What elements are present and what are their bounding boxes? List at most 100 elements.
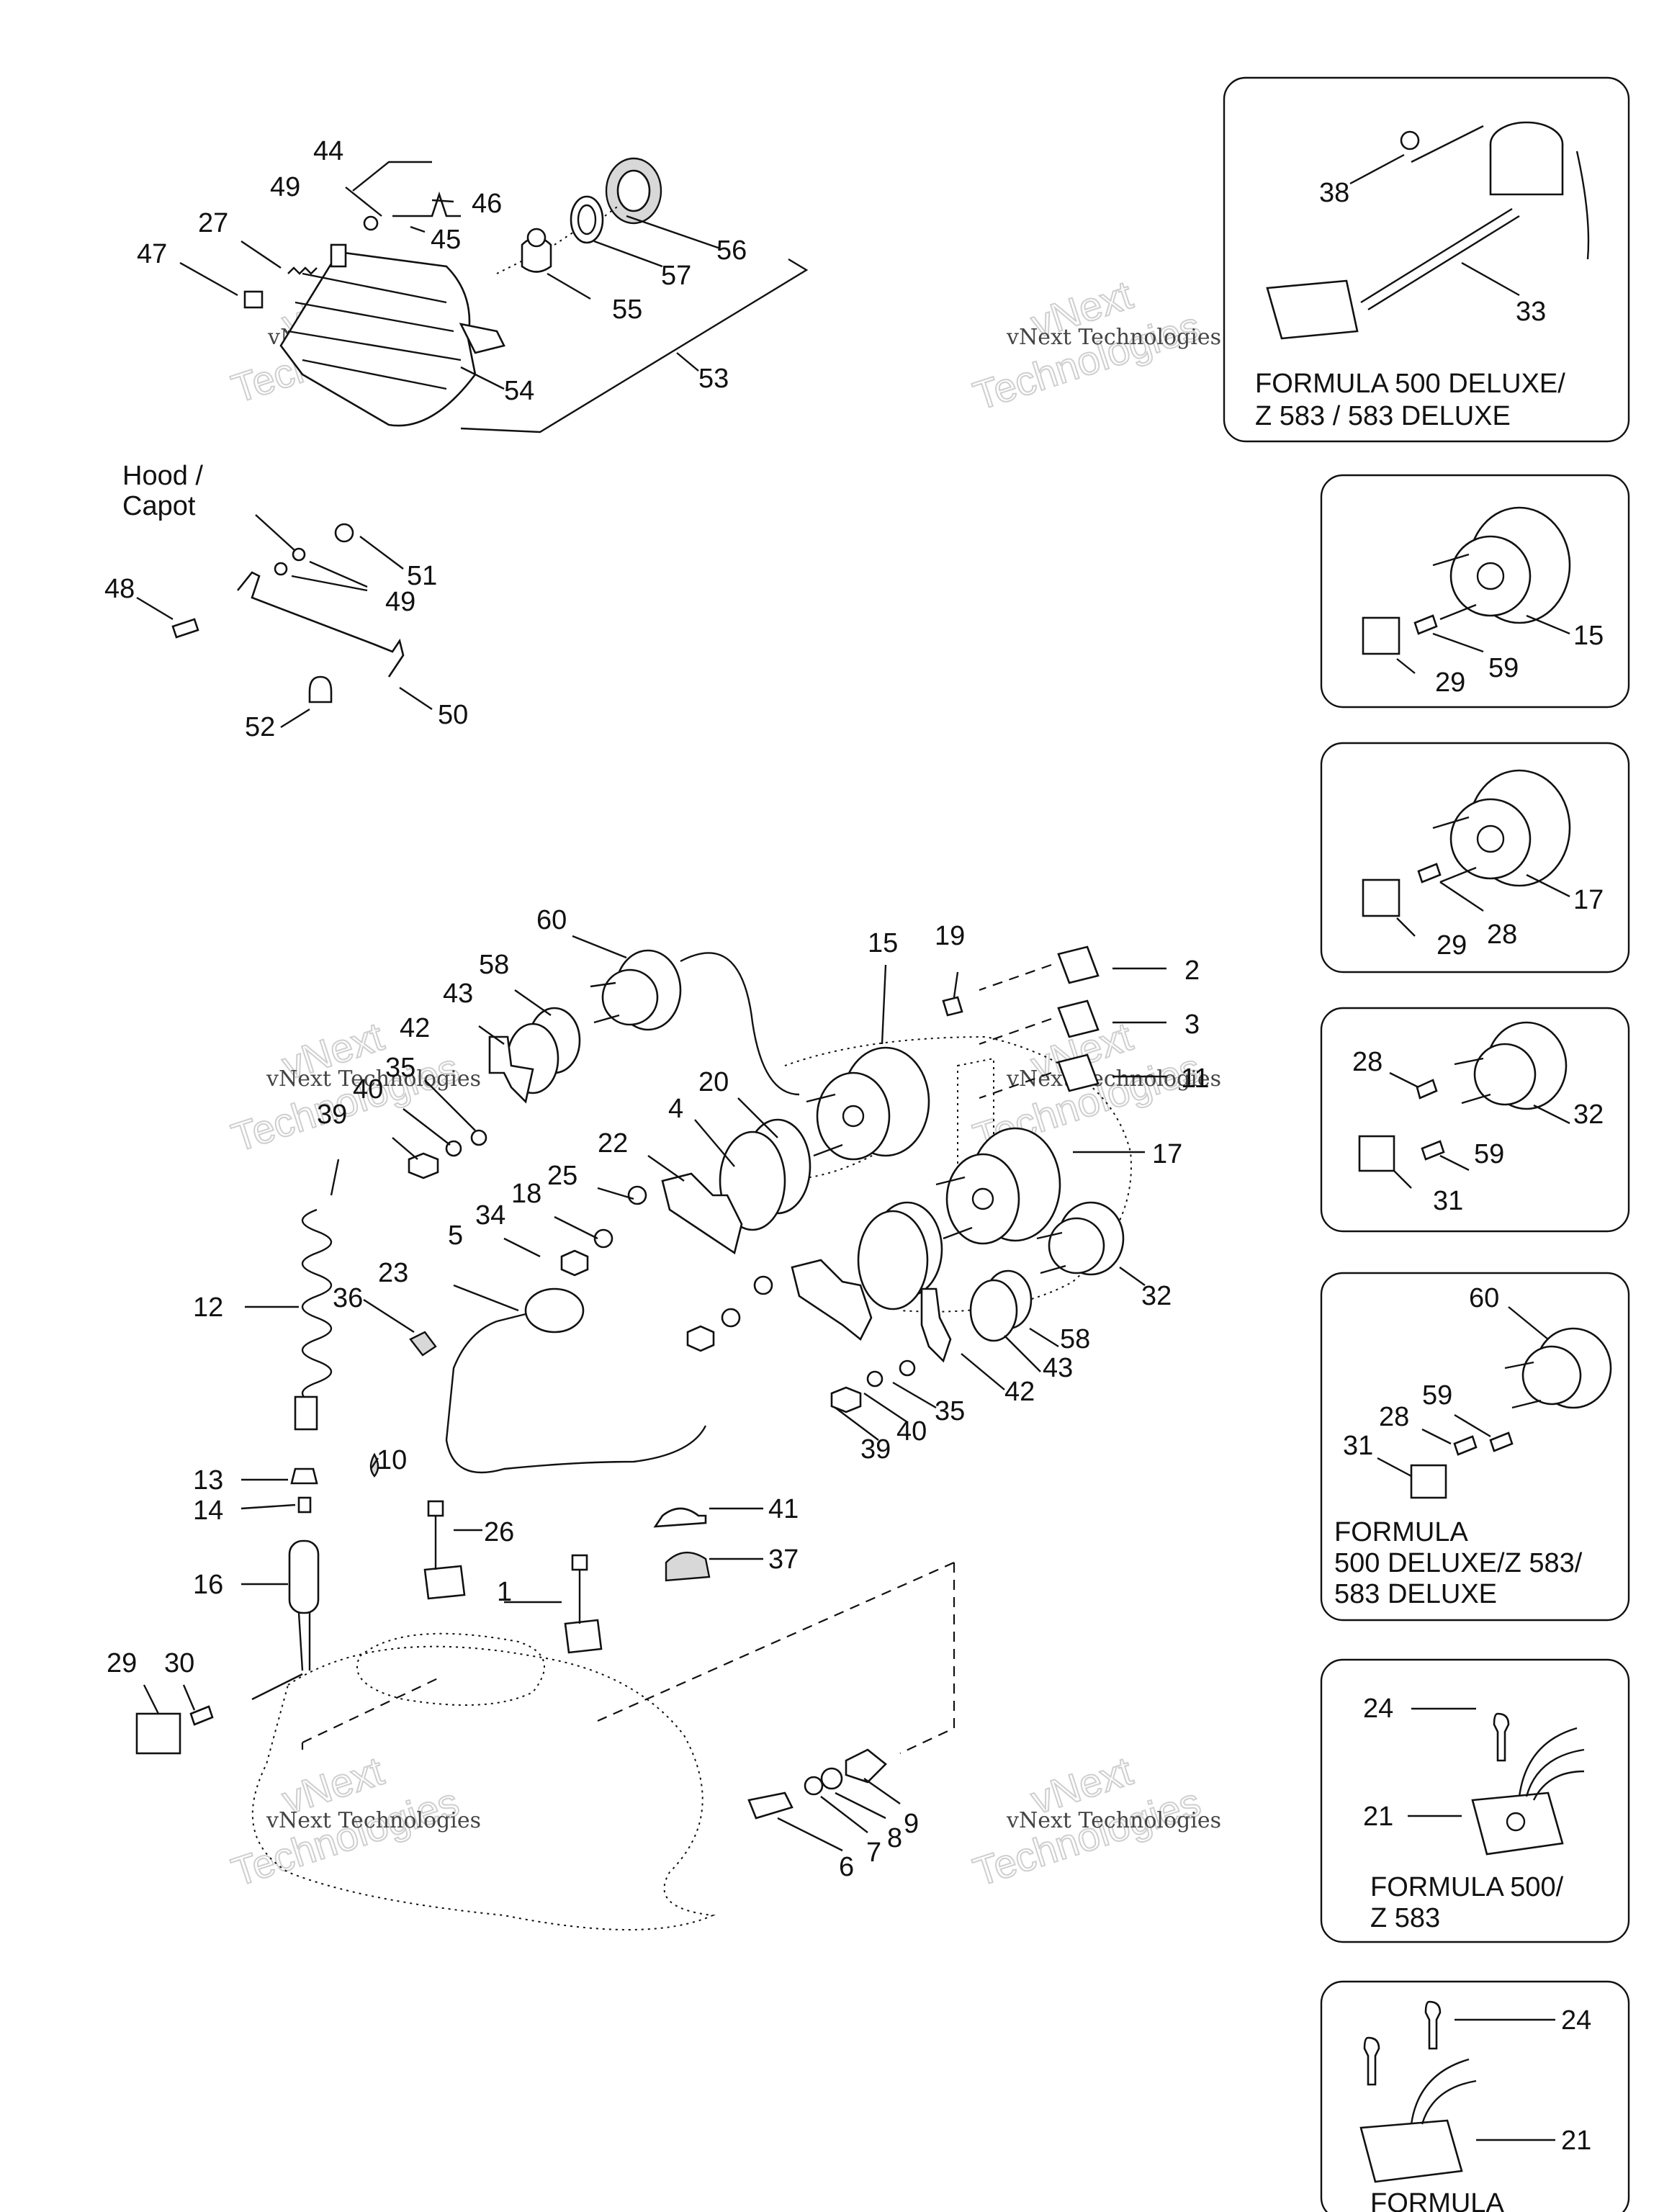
connector-29 xyxy=(135,1712,181,1755)
callout-57: 57 xyxy=(661,261,691,291)
callout-39: 39 xyxy=(860,1434,891,1465)
cord-tether xyxy=(330,1159,340,1196)
gauge-back xyxy=(1521,1345,1582,1406)
callout-10: 10 xyxy=(377,1445,407,1475)
watermark-text: vNext Technologies xyxy=(266,1808,481,1833)
callout-14: 14 xyxy=(193,1496,223,1526)
watermark-text: vNext Technologies xyxy=(1006,325,1221,350)
bolt-26 xyxy=(427,1500,444,1517)
callout-34: 34 xyxy=(475,1200,505,1231)
hood-outline xyxy=(251,1645,716,1930)
callout-31: 31 xyxy=(1343,1431,1373,1461)
callout-29: 29 xyxy=(1435,667,1465,698)
headlight-lens-ridges xyxy=(287,272,462,390)
washer-35 xyxy=(470,1129,487,1146)
rubber-cap-52 xyxy=(308,675,333,703)
callout-29: 29 xyxy=(1437,930,1467,961)
callout-55: 55 xyxy=(612,295,642,325)
gauge-studs xyxy=(1454,1057,1491,1105)
callout-43: 43 xyxy=(443,979,473,1009)
gauge-back xyxy=(1473,1043,1537,1106)
callout-59: 59 xyxy=(1474,1139,1504,1169)
ignition-9 xyxy=(845,1748,887,1784)
panel-regulator-500: 24 21 FORMULA 500/ Z 583 xyxy=(1320,1658,1630,1943)
gauge-back xyxy=(1449,798,1532,880)
callout-41: 41 xyxy=(768,1494,799,1524)
assembly-arrow xyxy=(251,1673,303,1701)
callout-40: 40 xyxy=(896,1416,927,1447)
mount-studs xyxy=(434,1516,581,1624)
panel-gauge-15: 15 29 59 xyxy=(1320,474,1630,709)
retaining-ring xyxy=(570,195,604,244)
callout-49: 49 xyxy=(385,587,415,617)
callout-19: 19 xyxy=(935,921,965,951)
bolt-24 xyxy=(1363,2036,1380,2086)
nut-49 xyxy=(292,547,306,562)
washer xyxy=(363,215,379,231)
watermark-text: vNext Technologies xyxy=(1006,1066,1221,1092)
panel1-note-line2: Z 583 / 583 DELUXE xyxy=(1255,401,1511,431)
callout-58: 58 xyxy=(1060,1324,1090,1354)
washer xyxy=(721,1308,741,1328)
leader-lines xyxy=(1396,873,1570,937)
callout-27: 27 xyxy=(198,208,228,238)
callout-23: 23 xyxy=(378,1258,408,1288)
key-6 xyxy=(747,1791,793,1820)
regulator-21 xyxy=(1359,2119,1463,2183)
terminal-28 xyxy=(1416,1079,1438,1100)
nut-39 xyxy=(830,1386,862,1413)
rubber-boot-inner xyxy=(616,169,651,212)
terminal-59 xyxy=(1421,1140,1445,1161)
tether-switch-16 xyxy=(288,1539,320,1614)
callout-4: 4 xyxy=(668,1094,683,1124)
panel-regulator-other: 24 21 FORMULA xyxy=(1320,1980,1630,2212)
switch-2 xyxy=(1057,945,1100,984)
retaining-ring-inner xyxy=(577,204,597,235)
leader-lines xyxy=(1377,1306,1549,1478)
regulator-hole xyxy=(1506,1812,1526,1832)
callout-16: 16 xyxy=(193,1570,223,1600)
callout-60: 60 xyxy=(536,905,567,935)
callout-17: 17 xyxy=(1152,1139,1182,1169)
callout-20: 20 xyxy=(698,1067,729,1097)
gauge-hub xyxy=(842,1105,865,1128)
callout-29: 29 xyxy=(107,1648,137,1678)
bracket-22 xyxy=(661,1172,743,1255)
callout-15: 15 xyxy=(868,928,898,958)
callout-26: 26 xyxy=(484,1517,514,1547)
panel5-note-line2: 500 DELUXE/Z 583/ xyxy=(1334,1548,1583,1578)
callout-32: 32 xyxy=(1141,1281,1172,1311)
hood-note-line1: Hood / xyxy=(122,461,203,491)
bracket-44 xyxy=(352,161,432,192)
gauge-studs xyxy=(1432,553,1477,621)
clamp-37 xyxy=(665,1551,711,1582)
bulb-19 xyxy=(942,996,963,1017)
callout-21: 21 xyxy=(1561,2126,1591,2156)
gauge-studs xyxy=(935,1176,973,1240)
washer-51 xyxy=(334,523,354,543)
headlight-bracket-top xyxy=(330,243,347,268)
callout-28: 28 xyxy=(1352,1047,1382,1077)
callout-47: 47 xyxy=(137,239,167,269)
gauge-hub xyxy=(1476,562,1505,590)
gauge-60-back xyxy=(601,968,659,1026)
gauge-studs xyxy=(590,981,620,1024)
bracket-42 xyxy=(920,1287,952,1363)
watermark-text: vNext Technologies xyxy=(1006,1808,1221,1833)
hood-inner xyxy=(356,1632,545,1706)
callout-50: 50 xyxy=(438,700,468,730)
o-ring xyxy=(857,1210,929,1310)
terminal-59 xyxy=(1489,1431,1514,1452)
callout-5: 5 xyxy=(448,1220,463,1251)
bulb-glass xyxy=(526,228,547,248)
callout-28: 28 xyxy=(1487,920,1517,950)
callout-37: 37 xyxy=(768,1545,799,1575)
callout-2: 2 xyxy=(1184,956,1200,986)
leader-lines xyxy=(143,935,1166,1852)
leader-lines xyxy=(136,514,433,729)
gauge-32-back xyxy=(1048,1217,1105,1274)
callout-36: 36 xyxy=(333,1283,363,1313)
cap-13 xyxy=(290,1467,318,1485)
callout-33: 33 xyxy=(1516,297,1546,327)
